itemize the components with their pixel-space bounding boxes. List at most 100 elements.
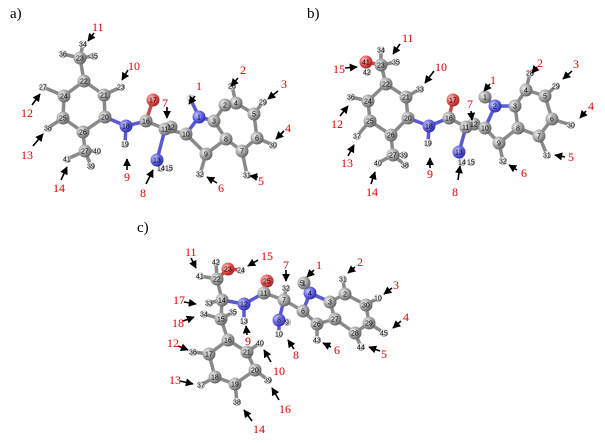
atom-number: 38: [401, 163, 409, 170]
red-callout-number: 16: [279, 402, 291, 416]
atom-c: [218, 98, 232, 112]
atom-number: 39: [87, 164, 95, 171]
atom-h: [44, 124, 52, 132]
atom-number: 18: [425, 124, 433, 131]
atom-h: [543, 151, 551, 159]
atom-c: [538, 89, 552, 103]
atom-c: [459, 120, 473, 134]
atom-c: [229, 96, 243, 110]
red-callout-number: 11: [402, 31, 414, 45]
pointer-arrow: [339, 105, 349, 117]
pointer-arrow: [32, 133, 44, 147]
atom-number: 40: [93, 149, 101, 156]
atom-h: [233, 398, 241, 406]
atom-h: [269, 141, 277, 149]
atom-number: 35: [392, 60, 400, 67]
atom-h: [363, 68, 371, 76]
atom-n: [150, 153, 164, 167]
atom-c: [215, 293, 229, 307]
red-callout-number: 15: [261, 249, 273, 263]
pointer-arrow: [121, 69, 130, 81]
atom-number: 1: [483, 95, 487, 102]
atom-number: 20: [404, 116, 412, 123]
atom-h: [424, 139, 432, 147]
atom-n: [452, 145, 466, 159]
atom-number: 41: [63, 157, 71, 164]
atom-number: 18: [122, 124, 130, 131]
red-callout-number: 2: [357, 255, 363, 269]
atom-number: 9: [497, 141, 501, 148]
pointer-arrow: [562, 70, 573, 80]
atom-c: [214, 312, 228, 326]
atom-number: 24: [60, 94, 68, 101]
atom-number: 30: [567, 123, 575, 130]
atom-h: [313, 336, 321, 344]
atom-h: [256, 339, 264, 347]
atom-h: [39, 83, 47, 91]
atom-number: 26: [79, 130, 87, 137]
atom-number: 23: [76, 56, 84, 63]
red-callout-number: 12: [21, 106, 33, 120]
atom-c: [221, 333, 235, 347]
atom-number: 7: [537, 134, 541, 141]
atom-number: 5: [543, 94, 547, 101]
atom-number: 5: [300, 281, 304, 288]
atom-number: 29: [365, 321, 373, 328]
red-callout-number: 4: [403, 310, 409, 324]
pointer-arrow: [344, 63, 358, 72]
red-callout-number: 9: [427, 167, 433, 181]
atom-number: 26: [387, 133, 395, 140]
atom-number: 19: [121, 142, 129, 149]
atom-h: [380, 329, 388, 337]
atom-number: 17: [205, 352, 213, 359]
atom-number: 3: [212, 119, 216, 126]
atom-number: 11: [161, 127, 168, 134]
atom-number: 10: [182, 132, 190, 139]
atom-number: 38: [44, 126, 52, 133]
atom-h: [243, 171, 251, 179]
atom-h: [275, 330, 283, 338]
red-callout-number: 9: [245, 334, 251, 348]
atom-number: 36: [59, 52, 67, 59]
red-callout-number: 3: [573, 57, 579, 71]
atom-c: [519, 83, 533, 97]
atom-number: 39: [400, 153, 408, 160]
atom-h: [467, 158, 475, 166]
pointer-arrow: [531, 64, 540, 74]
pointer-arrow: [189, 257, 197, 269]
atom-number: 13: [153, 158, 161, 165]
pointer-arrow: [230, 77, 239, 87]
atom-c: [207, 114, 221, 128]
atom-number: 24: [364, 99, 372, 106]
red-callout-number: 18: [172, 316, 184, 330]
atom-number: 24: [237, 268, 245, 275]
atom-number: 21: [100, 93, 108, 100]
atom-c: [348, 326, 362, 340]
atom-number: 42: [212, 260, 220, 267]
atom-number: 40: [374, 161, 382, 168]
pointer-arrow: [383, 286, 393, 295]
atom-h: [458, 158, 466, 166]
atom-number: 2: [343, 292, 347, 299]
atom-c: [338, 287, 352, 301]
pointer-arrow: [306, 269, 315, 278]
red-callout-number: 10: [128, 59, 140, 73]
red-callout-number: 3: [393, 278, 399, 292]
atom-number: 39: [264, 378, 272, 385]
atom-h: [347, 93, 355, 101]
atom-c: [401, 111, 415, 125]
atom-number: 42: [363, 70, 371, 77]
atom-h: [499, 157, 507, 165]
atom-number: 27: [389, 153, 397, 160]
atom-number: 25: [263, 279, 271, 286]
atom-c: [386, 148, 400, 162]
pointer-arrow: [467, 110, 476, 121]
atom-number: 44: [357, 345, 365, 352]
pointer-arrow: [177, 343, 189, 352]
atom-number: 1: [302, 281, 306, 288]
red-callout-number: 8: [293, 348, 299, 362]
